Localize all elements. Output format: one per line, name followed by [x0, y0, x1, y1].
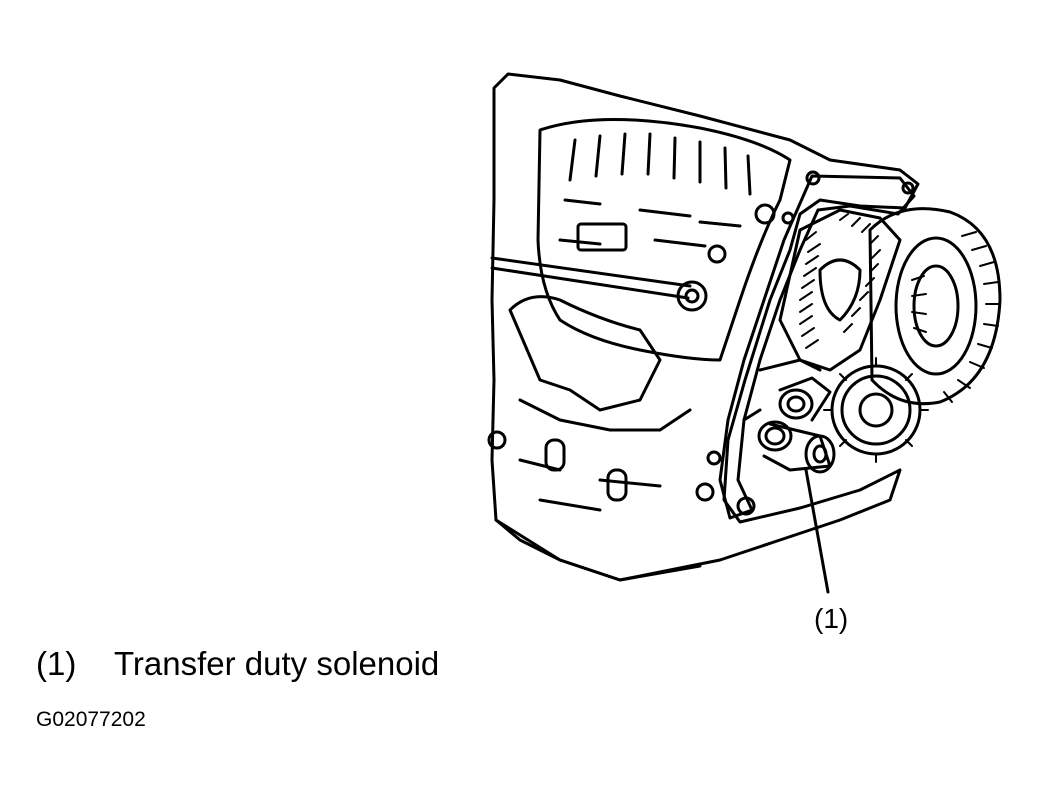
output-drum — [868, 207, 1002, 406]
support-rod — [490, 256, 692, 300]
transfer-duty-solenoid — [742, 358, 836, 474]
callout-label-1: (1) — [814, 603, 849, 634]
legend-number: (1) — [36, 645, 77, 682]
callout-leader-line — [804, 468, 830, 594]
housing-ribs — [558, 132, 752, 248]
identification-plate — [576, 222, 628, 252]
legend-text: Transfer duty solenoid — [114, 645, 440, 682]
figure-id: G02077202 — [36, 708, 146, 731]
case-detailing — [494, 295, 702, 582]
transmission-case-outline — [490, 72, 920, 582]
case-bolts — [487, 170, 915, 516]
legend-entry: (1) Transfer duty solenoid — [36, 643, 439, 685]
bell-housing — [536, 117, 792, 362]
chain-sprocket — [823, 357, 929, 463]
transfer-gears — [778, 208, 902, 372]
